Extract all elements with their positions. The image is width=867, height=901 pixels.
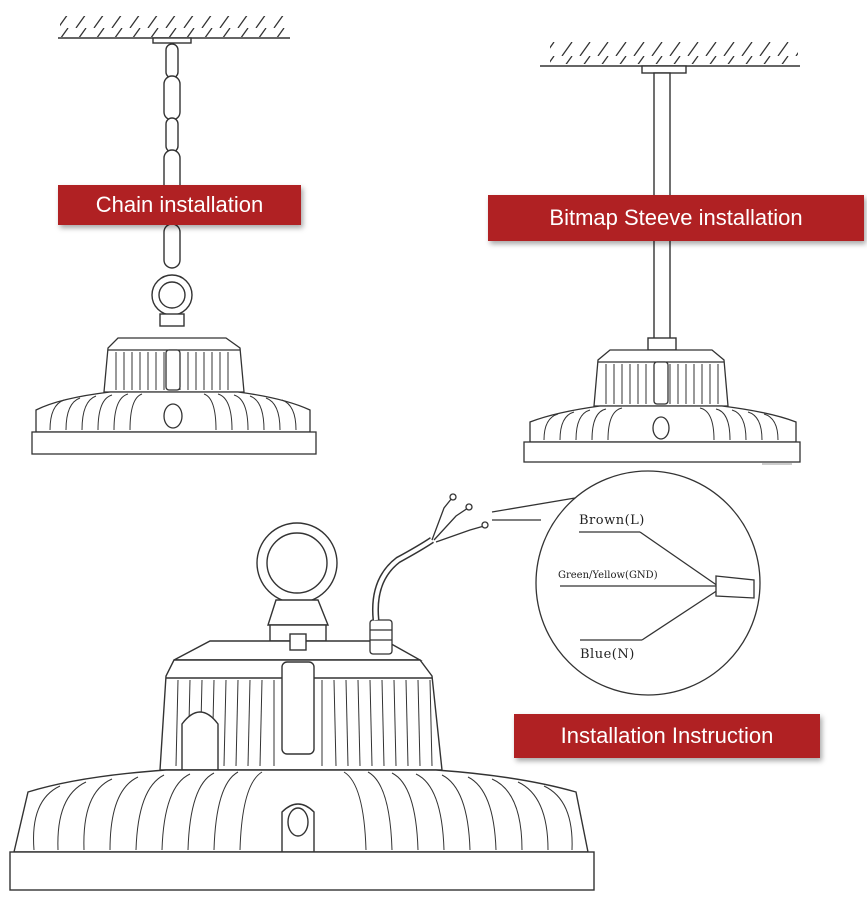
chain-installation-label: Chain installation xyxy=(58,185,301,225)
wire-label-brown: Brown(L) xyxy=(579,513,645,528)
wire-label-blue: Blue(N) xyxy=(580,647,635,662)
wiring-callout xyxy=(491,470,761,696)
installation-instruction-label: Installation Instruction xyxy=(514,714,820,758)
ceiling-left xyxy=(58,16,290,44)
power-cable xyxy=(369,493,489,655)
highbay-fixture-rod xyxy=(523,349,801,463)
highbay-fixture-large xyxy=(9,522,595,891)
ceiling-right xyxy=(540,42,800,74)
highbay-fixture-chain xyxy=(31,337,317,455)
wire-label-green-yellow: Green/Yellow(GND) xyxy=(558,570,658,581)
rod-installation-label: Bitmap Steeve installation xyxy=(488,195,864,241)
